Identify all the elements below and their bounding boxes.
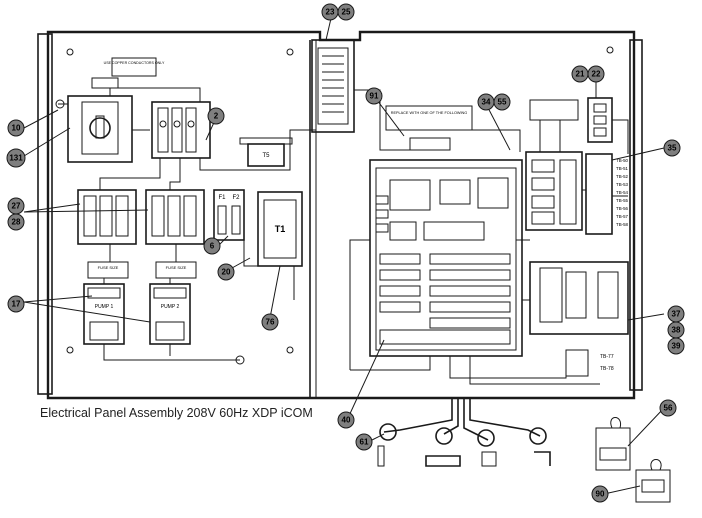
callout-23: 23 bbox=[321, 3, 339, 21]
f1-label: F1 bbox=[218, 195, 226, 201]
t5-label: T5 bbox=[262, 153, 270, 159]
control-board bbox=[369, 159, 523, 357]
tb-label-8: TB-58 bbox=[616, 222, 629, 227]
callout-17-text: 17 bbox=[12, 300, 21, 309]
tb-label-5: TB-55 bbox=[616, 198, 629, 203]
t1-label: T1 bbox=[275, 224, 286, 234]
wiring-right bbox=[349, 89, 629, 385]
callout-35: 35 bbox=[663, 139, 681, 157]
terminal-strip-right: TB-50 TB-51 TB-52 TB-53 TB-54 TB-55 TB-5… bbox=[585, 153, 629, 235]
callout-10: 10 bbox=[7, 119, 25, 137]
callout-56-text: 56 bbox=[664, 404, 673, 413]
callout-27: 27 bbox=[7, 197, 25, 215]
vented-module bbox=[311, 39, 355, 133]
transformer-t1: T1 bbox=[257, 191, 303, 267]
kit-90 bbox=[635, 459, 671, 503]
callout-34-text: 34 bbox=[482, 98, 491, 107]
callout-38-text: 38 bbox=[672, 326, 681, 335]
callout-6-text: 6 bbox=[210, 242, 215, 251]
terminal-block-main bbox=[151, 101, 211, 159]
tb78-label: TB-78 bbox=[600, 366, 614, 372]
fuse-size-left: FUSE SIZE bbox=[98, 265, 119, 270]
callout-22-text: 22 bbox=[592, 70, 601, 79]
callout-22: 22 bbox=[587, 65, 605, 83]
power-supply bbox=[529, 261, 629, 335]
pump2-label: PUMP 2 bbox=[161, 304, 180, 310]
wiring-harness bbox=[377, 398, 551, 467]
callout-37-text: 37 bbox=[672, 310, 681, 319]
f2-label: F2 bbox=[232, 195, 240, 201]
wiring-left bbox=[99, 87, 316, 365]
pump1-label: PUMP 1 bbox=[95, 304, 114, 310]
callout-20-text: 20 bbox=[222, 268, 231, 277]
callout-23-text: 23 bbox=[326, 8, 335, 17]
callout-2-text: 2 bbox=[214, 112, 219, 121]
callout-55-text: 55 bbox=[498, 98, 507, 107]
panel-enclosure bbox=[37, 30, 643, 400]
callout-28-text: 28 bbox=[12, 218, 21, 227]
callout-40-text: 40 bbox=[342, 416, 351, 425]
callout-90: 90 bbox=[591, 485, 609, 503]
callout-55: 55 bbox=[493, 93, 511, 111]
callout-27-text: 27 bbox=[12, 202, 21, 211]
callout-35-text: 35 bbox=[668, 144, 677, 153]
callout-76: 76 bbox=[261, 313, 279, 331]
callout-91: 91 bbox=[365, 87, 383, 105]
callout-leaders bbox=[23, 13, 665, 495]
callout-90-text: 90 bbox=[596, 490, 605, 499]
callout-61: 61 bbox=[355, 433, 373, 451]
tb-label-0: TB-50 bbox=[616, 158, 629, 163]
relay-module bbox=[525, 151, 583, 231]
callout-10-text: 10 bbox=[12, 124, 21, 133]
terminal-block-top-right bbox=[529, 97, 613, 143]
callouts: 23 25 91 21 22 10 131 2 34 55 35 27 28 2… bbox=[6, 3, 685, 503]
tb-label-4: TB-54 bbox=[616, 190, 629, 195]
callout-17: 17 bbox=[7, 295, 25, 313]
copper-note-text: USE COPPER CONDUCTORS ONLY bbox=[104, 61, 165, 65]
callout-21-text: 21 bbox=[576, 70, 585, 79]
replace-note-text: REPLACE WITH ONE OF THE FOLLOWING bbox=[391, 111, 468, 115]
contactor-left: FUSE SIZE bbox=[77, 189, 137, 279]
callout-91-text: 91 bbox=[370, 92, 379, 101]
copper-conductors-label: USE COPPER CONDUCTORS ONLY bbox=[104, 57, 165, 77]
contactor-right: FUSE SIZE bbox=[145, 189, 205, 279]
tb-label-2: TB-52 bbox=[616, 174, 629, 179]
tb-label-3: TB-53 bbox=[616, 182, 629, 187]
tb-label-1: TB-51 bbox=[616, 166, 629, 171]
callout-25: 25 bbox=[337, 3, 355, 21]
callout-34: 34 bbox=[477, 93, 495, 111]
callout-40: 40 bbox=[337, 411, 355, 429]
callout-131-text: 131 bbox=[9, 154, 23, 163]
diagram-caption: Electrical Panel Assembly 208V 60Hz XDP … bbox=[40, 406, 313, 420]
terminal-block-tb77: TB-77 TB-78 bbox=[565, 349, 614, 377]
callout-38: 38 bbox=[667, 321, 685, 339]
callout-131: 131 bbox=[6, 148, 26, 168]
callout-6: 6 bbox=[203, 237, 221, 255]
callout-28: 28 bbox=[7, 213, 25, 231]
pump-1-starter: PUMP 1 bbox=[83, 283, 125, 345]
transformer-t5: T5 bbox=[239, 137, 293, 167]
callout-39: 39 bbox=[667, 337, 685, 355]
callout-25-text: 25 bbox=[342, 8, 351, 17]
tb-label-7: TB-57 bbox=[616, 214, 629, 219]
callout-20: 20 bbox=[217, 263, 235, 281]
tb77-label: TB-77 bbox=[600, 354, 614, 360]
callout-61-text: 61 bbox=[360, 438, 369, 447]
pump-2-starter: PUMP 2 bbox=[149, 283, 191, 345]
callout-37: 37 bbox=[667, 305, 685, 323]
callout-76-text: 76 bbox=[266, 318, 275, 327]
replace-note-label: REPLACE WITH ONE OF THE FOLLOWING bbox=[385, 105, 473, 151]
callout-21: 21 bbox=[571, 65, 589, 83]
callout-39-text: 39 bbox=[672, 342, 681, 351]
disconnect-switch bbox=[55, 77, 133, 163]
fuse-size-right: FUSE SIZE bbox=[166, 265, 187, 270]
fuse-holder-f1-f2: F1 F2 bbox=[213, 189, 245, 241]
callout-56: 56 bbox=[659, 399, 677, 417]
kit-56 bbox=[595, 417, 631, 471]
tb-label-6: TB-56 bbox=[616, 206, 629, 211]
callout-2: 2 bbox=[207, 107, 225, 125]
